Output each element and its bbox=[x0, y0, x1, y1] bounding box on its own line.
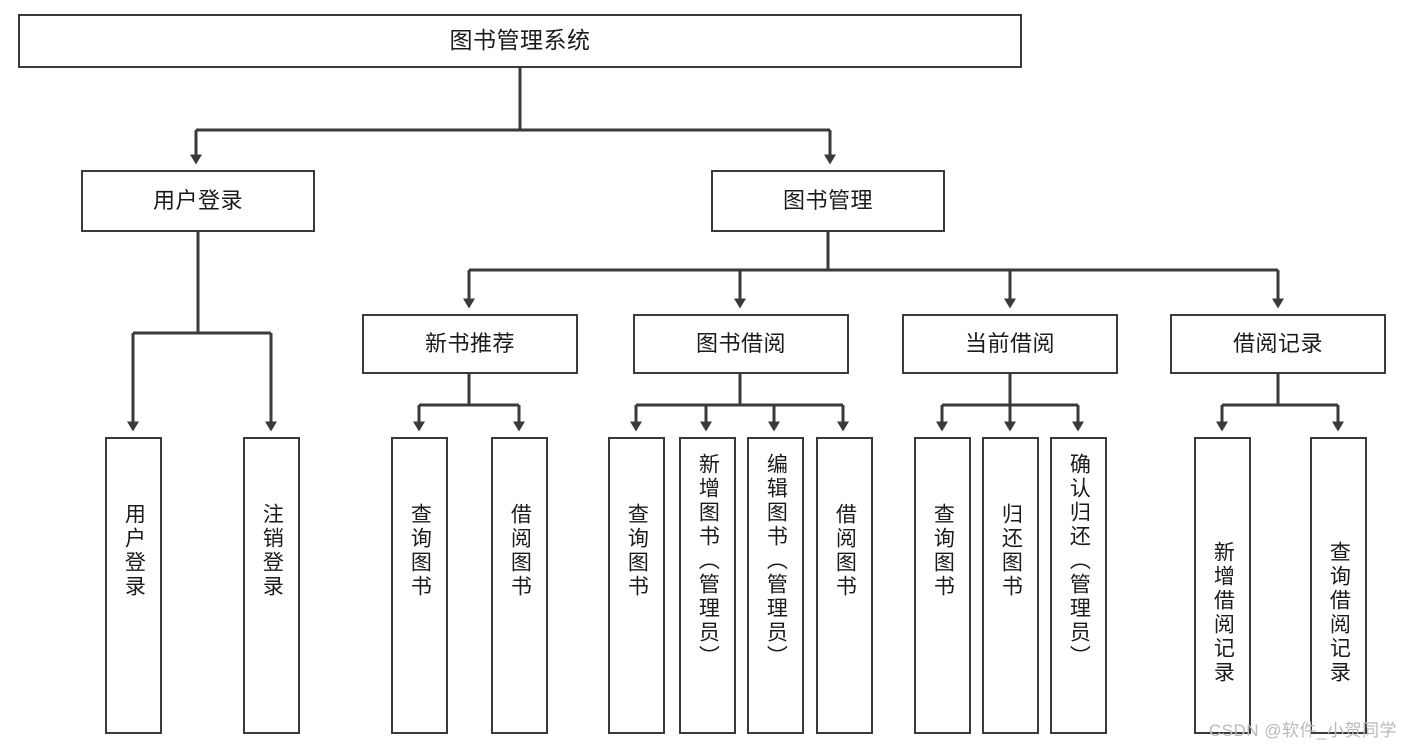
node-leaf-confirm-return-label: 确认归还（管理员） bbox=[1067, 453, 1091, 669]
node-current-borrow[interactable]: 当前借阅 bbox=[902, 314, 1118, 374]
node-book-management-label: 图书管理 bbox=[782, 187, 873, 213]
node-leaf-add-book[interactable]: 新增图书（管理员） bbox=[679, 437, 736, 734]
node-borrow-record[interactable]: 借阅记录 bbox=[1170, 314, 1386, 374]
node-user-login[interactable]: 用户登录 bbox=[81, 170, 315, 232]
node-book-borrow-label: 图书借阅 bbox=[695, 330, 786, 356]
node-leaf-edit-book[interactable]: 编辑图书（管理员） bbox=[747, 437, 804, 734]
node-leaf-query-book-3[interactable]: 查询图书 bbox=[914, 437, 971, 734]
node-leaf-confirm-return[interactable]: 确认归还（管理员） bbox=[1050, 437, 1107, 734]
node-leaf-add-book-label: 新增图书（管理员） bbox=[696, 453, 720, 669]
node-leaf-add-record[interactable]: 新增借阅记录 bbox=[1194, 437, 1251, 734]
node-root-label: 图书管理系统 bbox=[449, 27, 591, 54]
node-leaf-borrow-book-2[interactable]: 借阅图书 bbox=[816, 437, 873, 734]
node-leaf-query-book-3-label: 查询图书 bbox=[931, 503, 955, 599]
node-leaf-borrow-book-1-label: 借阅图书 bbox=[508, 503, 532, 599]
node-leaf-borrow-book-2-label: 借阅图书 bbox=[833, 503, 857, 599]
node-leaf-borrow-book-1[interactable]: 借阅图书 bbox=[491, 437, 548, 734]
node-leaf-query-book-2-label: 查询图书 bbox=[625, 503, 649, 599]
node-leaf-add-record-label: 新增借阅记录 bbox=[1211, 541, 1235, 685]
node-leaf-edit-book-label: 编辑图书（管理员） bbox=[764, 453, 788, 669]
node-root[interactable]: 图书管理系统 bbox=[18, 14, 1022, 68]
node-leaf-user-login[interactable]: 用户登录 bbox=[105, 437, 162, 734]
node-leaf-return-book[interactable]: 归还图书 bbox=[982, 437, 1039, 734]
node-leaf-query-record[interactable]: 查询借阅记录 bbox=[1310, 437, 1367, 734]
node-user-login-label: 用户登录 bbox=[152, 187, 243, 213]
csdn-watermark: CSDN @软件_小贺同学 bbox=[1208, 721, 1397, 740]
node-current-borrow-label: 当前借阅 bbox=[964, 330, 1055, 356]
node-leaf-query-book-1-label: 查询图书 bbox=[408, 503, 432, 599]
node-leaf-query-book-2[interactable]: 查询图书 bbox=[608, 437, 665, 734]
node-new-book-recommend-label: 新书推荐 bbox=[424, 330, 515, 356]
node-leaf-return-book-label: 归还图书 bbox=[999, 503, 1023, 599]
node-book-management[interactable]: 图书管理 bbox=[711, 170, 945, 232]
node-leaf-user-login-label: 用户登录 bbox=[122, 503, 146, 599]
node-leaf-logout-login-label: 注销登录 bbox=[260, 503, 284, 599]
node-book-borrow[interactable]: 图书借阅 bbox=[633, 314, 849, 374]
node-leaf-logout-login[interactable]: 注销登录 bbox=[243, 437, 300, 734]
node-leaf-query-record-label: 查询借阅记录 bbox=[1327, 541, 1351, 685]
node-new-book-recommend[interactable]: 新书推荐 bbox=[362, 314, 578, 374]
node-leaf-query-book-1[interactable]: 查询图书 bbox=[391, 437, 448, 734]
node-borrow-record-label: 借阅记录 bbox=[1232, 330, 1323, 356]
